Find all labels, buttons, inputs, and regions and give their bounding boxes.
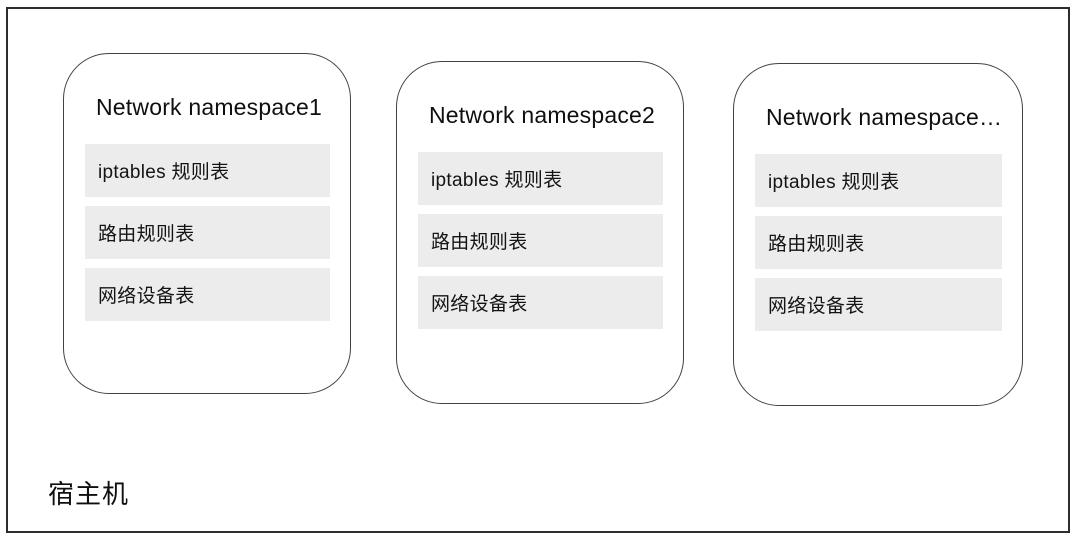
namespace-1-title: Network namespace1 bbox=[96, 94, 323, 120]
network-devices-table-row: 网络设备表 bbox=[418, 276, 663, 329]
namespace-n-tables: iptables 规则表 路由规则表 网络设备表 bbox=[755, 154, 1002, 340]
namespace-1-tables: iptables 规则表 路由规则表 网络设备表 bbox=[85, 144, 330, 330]
namespace-card-n: Network namespace… iptables 规则表 路由规则表 网络… bbox=[733, 63, 1023, 406]
host-machine-label: 宿主机 bbox=[48, 479, 130, 509]
namespace-2-title: Network namespace2 bbox=[429, 102, 656, 128]
network-devices-table-row: 网络设备表 bbox=[85, 268, 330, 321]
network-devices-table-row: 网络设备表 bbox=[755, 278, 1002, 331]
routing-rules-table-row: 路由规则表 bbox=[418, 214, 663, 267]
iptables-rules-table-row: iptables 规则表 bbox=[755, 154, 1002, 207]
iptables-rules-table-row: iptables 规则表 bbox=[85, 144, 330, 197]
namespace-2-tables: iptables 规则表 路由规则表 网络设备表 bbox=[418, 152, 663, 338]
namespace-n-title: Network namespace… bbox=[766, 104, 1003, 130]
host-boundary-box: Network namespace1 iptables 规则表 路由规则表 网络… bbox=[6, 7, 1070, 533]
routing-rules-table-row: 路由规则表 bbox=[755, 216, 1002, 269]
namespace-card-2: Network namespace2 iptables 规则表 路由规则表 网络… bbox=[396, 61, 684, 404]
iptables-rules-table-row: iptables 规则表 bbox=[418, 152, 663, 205]
namespace-card-1: Network namespace1 iptables 规则表 路由规则表 网络… bbox=[63, 53, 351, 394]
routing-rules-table-row: 路由规则表 bbox=[85, 206, 330, 259]
